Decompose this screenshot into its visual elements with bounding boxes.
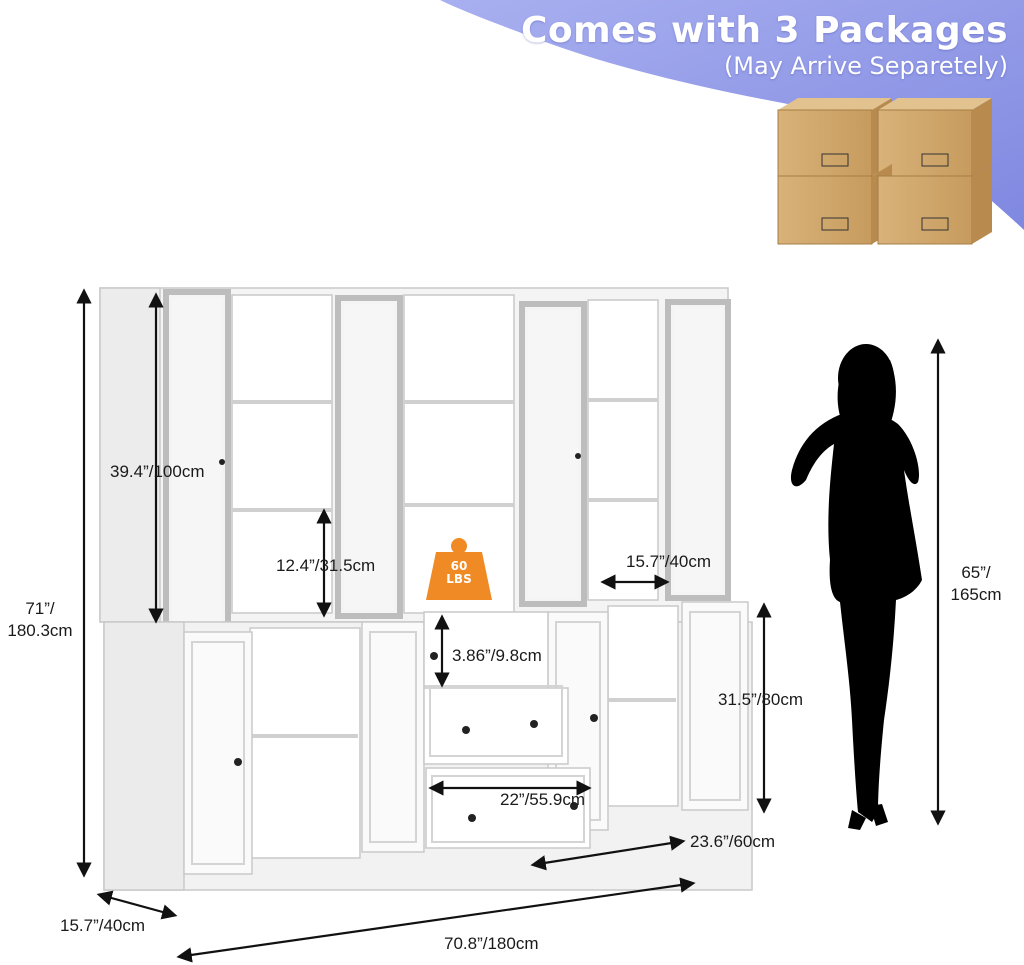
label-person-height: 65”/ 165cm <box>940 562 1012 606</box>
package-boxes-illustration <box>777 98 992 245</box>
weight-badge-icon <box>426 538 492 600</box>
weight-unit: LBS <box>446 572 472 586</box>
label-depth: 15.7”/40cm <box>60 916 146 935</box>
box-bottom-right <box>877 164 992 245</box>
banner-subtitle: (May Arrive Separetely) <box>723 52 1008 80</box>
label-upper-depth: 15.7”/40cm <box>626 552 712 571</box>
cabinet <box>99 287 753 891</box>
dim-depth <box>96 890 178 920</box>
label-drawer-width: 22”/55.9cm <box>500 790 586 809</box>
box-top-right <box>877 98 992 177</box>
dim-total-width <box>176 877 696 963</box>
person-silhouette-icon <box>790 344 922 830</box>
label-upper-height: 39.4”/100cm <box>110 462 205 481</box>
label-drawer-height: 3.86”/9.8cm <box>452 646 542 665</box>
weight-badge: 60 LBS <box>428 560 490 586</box>
label-shelf-gap: 12.4”/31.5cm <box>276 556 376 575</box>
label-total-height-line2: 180.3cm <box>7 621 73 640</box>
label-total-height: 71”/ 180.3cm <box>0 598 80 642</box>
dim-lower-width <box>530 835 686 871</box>
banner-background <box>440 0 1024 230</box>
label-total-width: 70.8”/180cm <box>444 934 539 953</box>
knobs <box>219 453 598 822</box>
banner-title: Comes with 3 Packages <box>521 10 1008 51</box>
label-lower-height: 31.5”/80cm <box>718 690 804 709</box>
label-person-height-line1: 65”/ <box>961 563 991 582</box>
label-person-height-line2: 165cm <box>950 585 1002 604</box>
label-lower-width: 23.6”/60cm <box>690 832 776 851</box>
label-total-height-line1: 71”/ <box>25 599 55 618</box>
weight-value: 60 <box>450 559 468 573</box>
